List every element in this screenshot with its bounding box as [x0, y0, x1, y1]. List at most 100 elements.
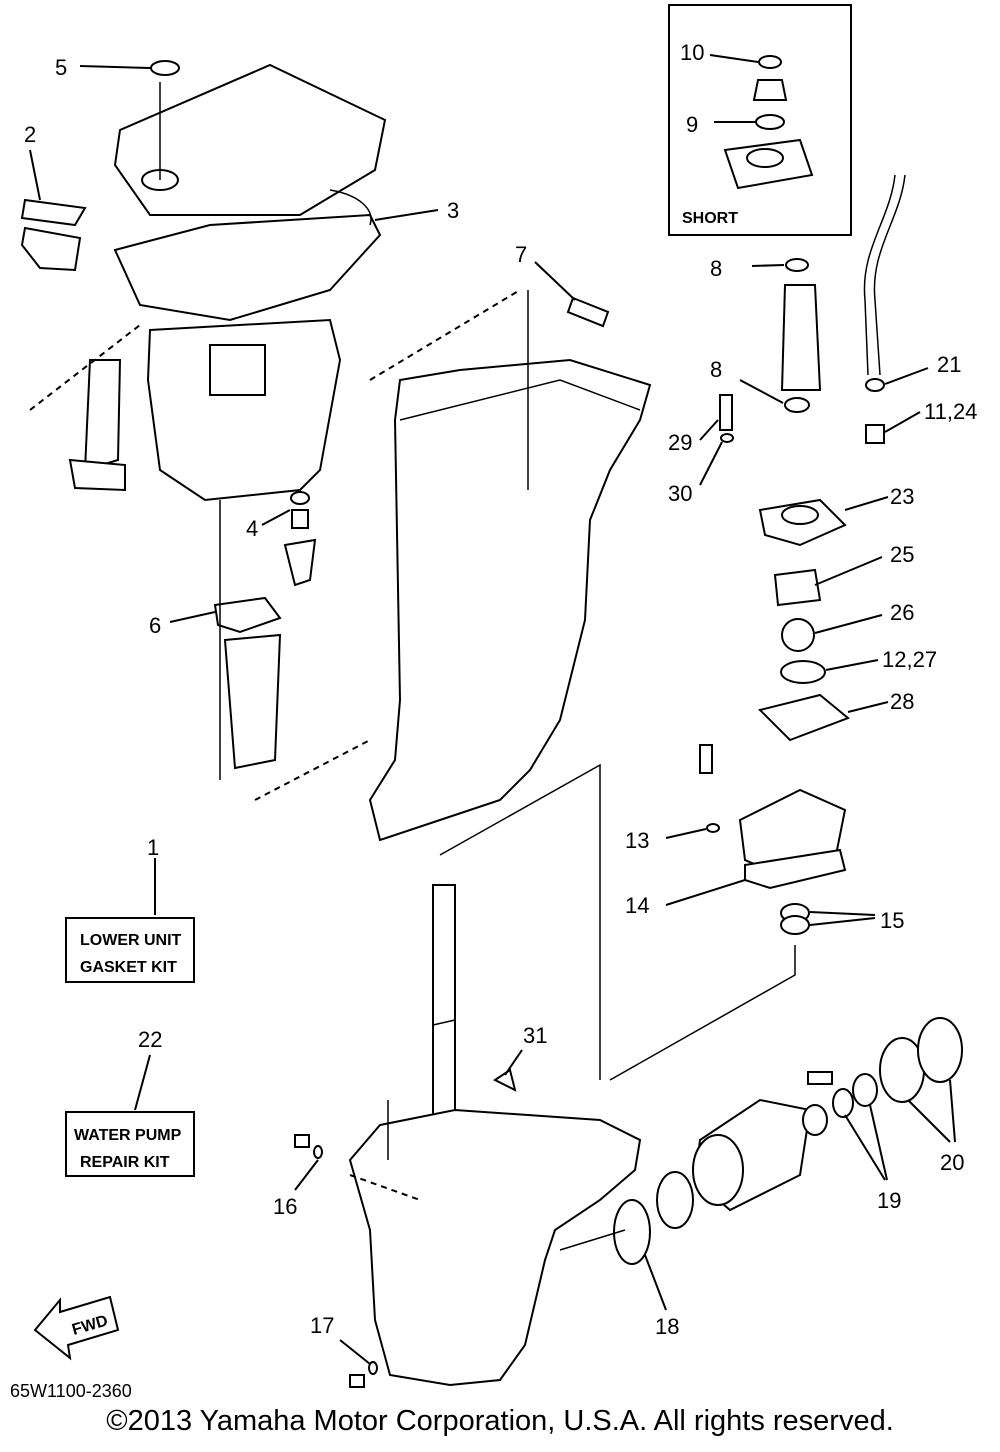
pin-31: [493, 1068, 517, 1092]
callout-14: 14: [625, 893, 649, 918]
callout-21: 21: [937, 352, 961, 377]
leader-4: [261, 509, 291, 526]
leader-19a: [844, 1114, 886, 1181]
o-ring-9: [755, 114, 785, 130]
screw-17: [349, 1374, 365, 1388]
leader-11-24: [884, 411, 921, 433]
callout-18: 18: [655, 1314, 679, 1339]
callout-6: 6: [149, 613, 161, 638]
leader-12-27: [825, 659, 879, 671]
kit-pump-line1: WATER PUMP: [74, 1127, 182, 1144]
outer-plate-28: [758, 693, 850, 742]
callout-29: 29: [668, 430, 692, 455]
washer-4: [290, 491, 310, 505]
kit-lower-line2: GASKET KIT: [80, 959, 177, 976]
strainer-tube: [83, 359, 122, 472]
o-ring-13: [706, 823, 720, 833]
callout-3: 3: [447, 198, 459, 223]
housing-bore: [692, 1134, 744, 1206]
seal-5: [150, 60, 180, 76]
o-ring-10: [758, 55, 782, 69]
bolt-29: [719, 394, 733, 431]
lower-casing: [348, 1108, 642, 1387]
washer-19a: [832, 1088, 854, 1118]
callout-10: 10: [680, 40, 704, 65]
exhaust-guide: [146, 318, 342, 502]
dash-shaft: [439, 763, 601, 1080]
leader-15a: [809, 911, 876, 916]
leader-19b: [869, 1104, 888, 1181]
callout-7: 7: [515, 242, 527, 267]
leader-8a: [751, 264, 785, 267]
gasket-16: [313, 1145, 323, 1159]
fwd-arrow-icon: FWD: [33, 1295, 120, 1361]
leader-22: [134, 1054, 151, 1111]
dash-shaft-axis: [559, 1229, 626, 1251]
leader-25: [814, 556, 883, 586]
pump-insert: [752, 79, 788, 101]
copyright-notice: ©2013 Yamaha Motor Corporation, U.S.A. A…: [106, 1405, 894, 1437]
short-label: SHORT: [682, 210, 738, 227]
dash-seal: [609, 945, 796, 1081]
bracket-2: [20, 226, 82, 272]
pump-housing-bore: [781, 505, 819, 525]
callout-23: 23: [890, 484, 914, 509]
exhaust-port: [209, 344, 266, 396]
leader-13: [665, 828, 707, 839]
grommet-11-24: [865, 424, 885, 444]
grommet-21: [865, 378, 885, 392]
water-pump-repair-kit-box: [65, 1111, 195, 1177]
gasket-17: [368, 1361, 378, 1375]
water-tube-guide: [780, 284, 822, 391]
callout-16: 16: [273, 1194, 297, 1219]
callout-12-27: 12,27: [882, 647, 937, 672]
leader-28: [847, 701, 889, 713]
callout-28: 28: [890, 689, 914, 714]
leader-6: [169, 611, 216, 623]
leader-14: [665, 879, 746, 906]
water-tube-holder: [223, 633, 282, 770]
callout-13: 13: [625, 828, 649, 853]
leader-2: [29, 149, 41, 201]
plate-2: [20, 198, 87, 227]
kit-lower-line1: LOWER UNIT: [80, 932, 182, 949]
drive-shaft: [432, 884, 456, 1136]
leader-21: [884, 367, 929, 385]
insert-cartridge-25: [773, 568, 822, 607]
drive-shaft-housing: [368, 358, 652, 842]
cap-4: [283, 538, 317, 587]
diagram-code: 65W1100-2360: [10, 1381, 132, 1401]
housing-flange: [399, 379, 641, 421]
kit-pump-line2: REPAIR KIT: [80, 1154, 170, 1171]
callout-26: 26: [890, 600, 914, 625]
callout-2: 2: [24, 122, 36, 147]
short-housing-bore: [746, 148, 784, 168]
callout-11-24: 11,24: [924, 399, 977, 424]
gasket-14: [744, 848, 847, 890]
leader-29: [699, 419, 719, 441]
callout-9: 9: [686, 112, 698, 137]
gasket-3: [113, 213, 382, 322]
cooling-hose-edge: [863, 174, 896, 376]
callout-31: 31: [523, 1023, 547, 1048]
callout-8a: 8: [710, 256, 722, 281]
callout-20: 20: [940, 1150, 964, 1175]
callout-5: 5: [55, 55, 67, 80]
bearing: [656, 1171, 694, 1229]
callout-19: 19: [877, 1188, 901, 1213]
cooling-hose: [873, 174, 906, 376]
gasket-3-edge: [329, 189, 372, 226]
o-ring-8-top: [785, 258, 809, 272]
leader-23: [844, 496, 889, 511]
bolt-housing: [807, 1071, 833, 1085]
o-ring-20b: [917, 1017, 963, 1083]
callout-1: 1: [147, 835, 159, 860]
callout-4: 4: [246, 516, 258, 541]
leader-20a: [907, 1099, 951, 1143]
leader-31: [504, 1049, 523, 1076]
o-ring-12-27: [780, 660, 826, 684]
shaft-break: [432, 1019, 456, 1026]
o-ring-18: [613, 1199, 651, 1265]
washer-19b: [852, 1073, 878, 1107]
